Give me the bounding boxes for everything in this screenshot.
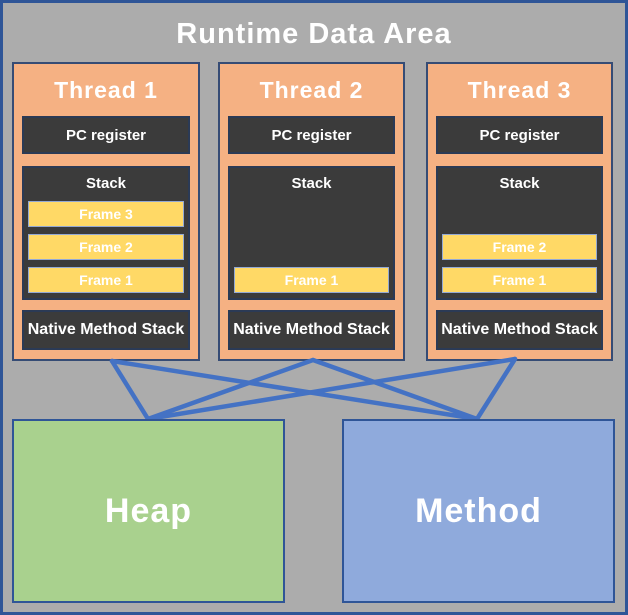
- stack-frame: Frame 1: [234, 267, 389, 293]
- thread-2-pc-register-box: PC register: [228, 116, 395, 154]
- diagram-title: Runtime Data Area: [176, 17, 452, 50]
- method-area-box: Method: [342, 419, 615, 603]
- thread-3-frames: Frame 2 Frame 1: [442, 234, 597, 293]
- thread-1-stack-box: Stack Frame 3 Frame 2 Frame 1: [22, 166, 190, 300]
- thread-3-stack-box: Stack Frame 2 Frame 1: [436, 166, 603, 300]
- thread-1-title: Thread 1: [54, 76, 158, 103]
- heap-box: Heap: [12, 419, 285, 603]
- thread-1-pc-register-box: PC register: [22, 116, 190, 154]
- thread-2-title: Thread 2: [259, 76, 364, 103]
- thread-2-box: Thread 2 PC register Stack Frame 1 Nativ…: [218, 62, 405, 361]
- connection-line: [109, 358, 480, 422]
- thread-2-native-method-stack-box: Native Method Stack: [228, 310, 395, 350]
- stack-frame: Frame 1: [28, 267, 184, 293]
- thread-3-pc-register-box: PC register: [436, 116, 603, 154]
- thread-2-stack-box: Stack Frame 1: [228, 166, 395, 300]
- stack-frame: Frame 1: [442, 267, 597, 293]
- thread-3-box: Thread 3 PC register Stack Frame 2 Frame…: [426, 62, 613, 361]
- thread-3-native-method-stack-box: Native Method Stack: [436, 310, 603, 350]
- thread-1-box: Thread 1 PC register Stack Frame 3 Frame…: [12, 62, 200, 361]
- connection-line: [310, 357, 480, 422]
- connection-line: [109, 358, 151, 422]
- thread-3-title: Thread 3: [467, 76, 572, 103]
- stack-frame: Frame 2: [28, 234, 184, 260]
- stack-frame: Frame 3: [28, 201, 184, 227]
- connection-line: [474, 356, 518, 422]
- thread-3-stack-label: Stack: [499, 174, 540, 192]
- connection-line: [145, 357, 316, 422]
- thread-1-native-method-stack-box: Native Method Stack: [22, 310, 190, 350]
- thread-1-stack-label: Stack: [85, 174, 127, 192]
- thread-2-frames: Frame 1: [234, 267, 389, 293]
- thread-1-frames: Frame 3 Frame 2 Frame 1: [28, 201, 184, 293]
- thread-2-stack-label: Stack: [291, 174, 332, 192]
- connection-line: [145, 356, 518, 422]
- stack-frame: Frame 2: [442, 234, 597, 260]
